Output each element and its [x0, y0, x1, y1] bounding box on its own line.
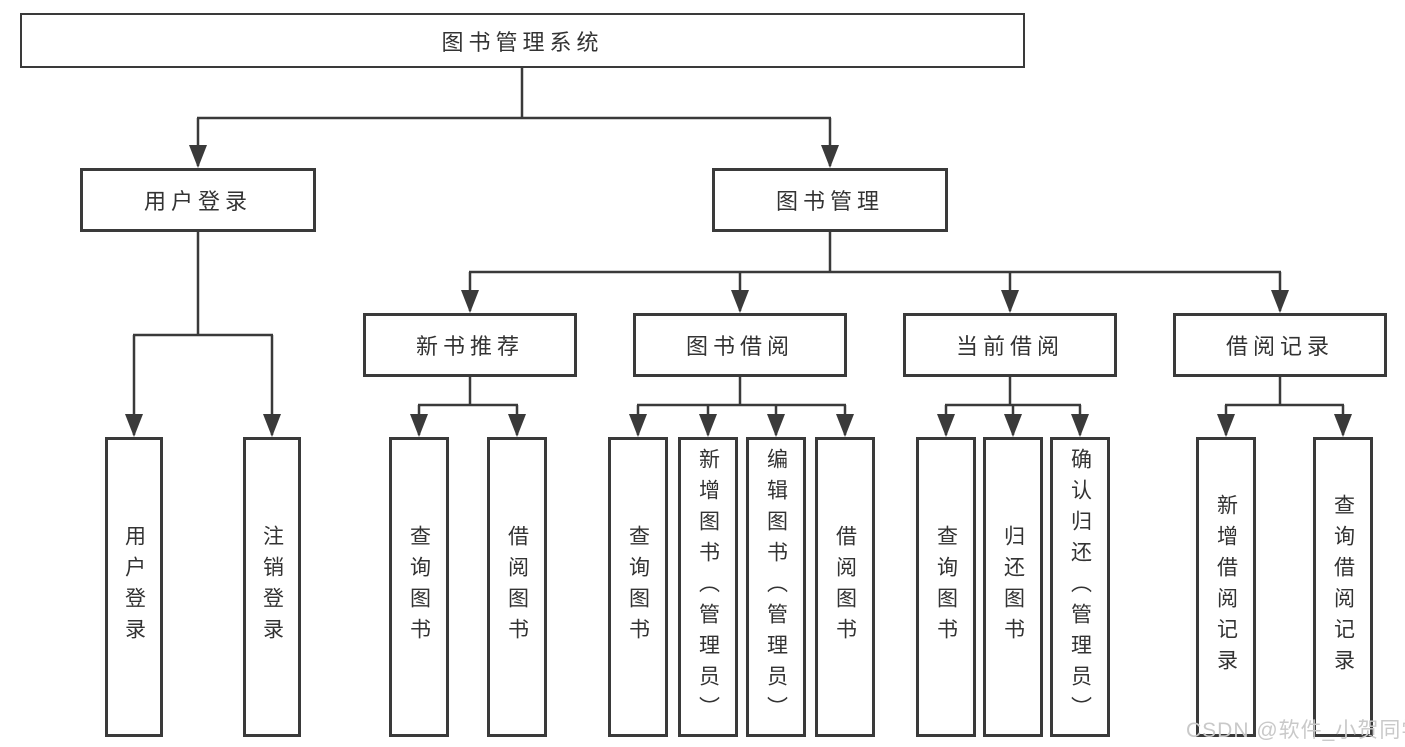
arrow-down-icon [1217, 414, 1235, 437]
arrow-down-icon [263, 414, 281, 437]
arrow-down-icon [461, 290, 479, 313]
leaf-label: 用户登录 [122, 525, 146, 649]
leaf-book-borrow-2: 新增图书（管理员） [678, 437, 738, 737]
arrow-down-icon [821, 145, 839, 168]
leaf-label: 查询图书 [407, 525, 431, 649]
leaf-new-book-1: 查询图书 [389, 437, 449, 737]
leaf-label: 查询图书 [626, 525, 650, 649]
leaf-label: 编辑图书（管理员） [764, 447, 788, 727]
leaf-label: 注销登录 [260, 525, 284, 649]
leaf-label: 归还图书 [1001, 525, 1025, 649]
node-new-book-label: 新书推荐 [415, 334, 524, 359]
arrow-down-icon [629, 414, 647, 437]
arrow-down-icon [1001, 290, 1019, 313]
leaf-current-borrow-2: 归还图书 [983, 437, 1043, 737]
connector-book-borrow-children [636, 377, 847, 435]
node-current-borrow: 当前借阅 [903, 313, 1117, 377]
node-borrow-record: 借阅记录 [1173, 313, 1387, 377]
leaf-borrow-record-1: 新增借阅记录 [1196, 437, 1256, 737]
leaf-new-book-2: 借阅图书 [487, 437, 547, 737]
node-book-borrow: 图书借阅 [633, 313, 847, 377]
arrow-down-icon [508, 414, 526, 437]
arrow-down-icon [1071, 414, 1089, 437]
leaf-current-borrow-1: 查询图书 [916, 437, 976, 737]
arrow-down-icon [410, 414, 428, 437]
arrow-down-icon [189, 145, 207, 168]
leaf-label: 确认归还（管理员） [1068, 447, 1092, 727]
leaf-user-login-1: 用户登录 [105, 437, 163, 737]
node-book-borrow-label: 图书借阅 [685, 334, 794, 359]
node-borrow-record-label: 借阅记录 [1225, 334, 1334, 359]
arrowheads [125, 145, 1352, 437]
leaf-label: 借阅图书 [505, 525, 529, 649]
arrow-down-icon [937, 414, 955, 437]
connector-book-mgmt-children [468, 232, 1282, 311]
arrow-down-icon [1334, 414, 1352, 437]
leaf-borrow-record-2: 查询借阅记录 [1313, 437, 1373, 737]
connector-new-book-children [417, 377, 519, 435]
leaf-book-borrow-4: 借阅图书 [815, 437, 875, 737]
arrow-down-icon [1271, 290, 1289, 313]
node-root-label: 图书管理系统 [441, 29, 604, 55]
connector-user-login-children [132, 232, 274, 435]
node-book-mgmt-label: 图书管理 [775, 189, 884, 214]
leaf-label: 查询图书 [934, 525, 958, 649]
leaf-current-borrow-3: 确认归还（管理员） [1050, 437, 1110, 737]
arrow-down-icon [767, 414, 785, 437]
watermark: CSDN @软件_小贺同学 [1186, 719, 1405, 742]
leaf-user-login-2: 注销登录 [243, 437, 301, 737]
connector-borrow-record-children [1224, 377, 1345, 435]
node-new-book: 新书推荐 [363, 313, 577, 377]
arrow-down-icon [1004, 414, 1022, 437]
connector-root-to-level2 [196, 68, 832, 166]
node-user-login-label: 用户登录 [143, 189, 252, 214]
arrow-down-icon [731, 290, 749, 313]
arrow-down-icon [125, 414, 143, 437]
leaf-label: 新增借阅记录 [1214, 494, 1238, 680]
leaf-label: 借阅图书 [833, 525, 857, 649]
leaf-label: 查询借阅记录 [1331, 494, 1355, 680]
node-book-mgmt: 图书管理 [712, 168, 948, 232]
leaf-book-borrow-1: 查询图书 [608, 437, 668, 737]
arrow-down-icon [836, 414, 854, 437]
arrow-down-icon [699, 414, 717, 437]
node-user-login: 用户登录 [80, 168, 316, 232]
leaf-book-borrow-3: 编辑图书（管理员） [746, 437, 806, 737]
leaf-label: 新增图书（管理员） [696, 447, 720, 727]
node-current-borrow-label: 当前借阅 [955, 334, 1064, 359]
node-root: 图书管理系统 [20, 13, 1025, 68]
